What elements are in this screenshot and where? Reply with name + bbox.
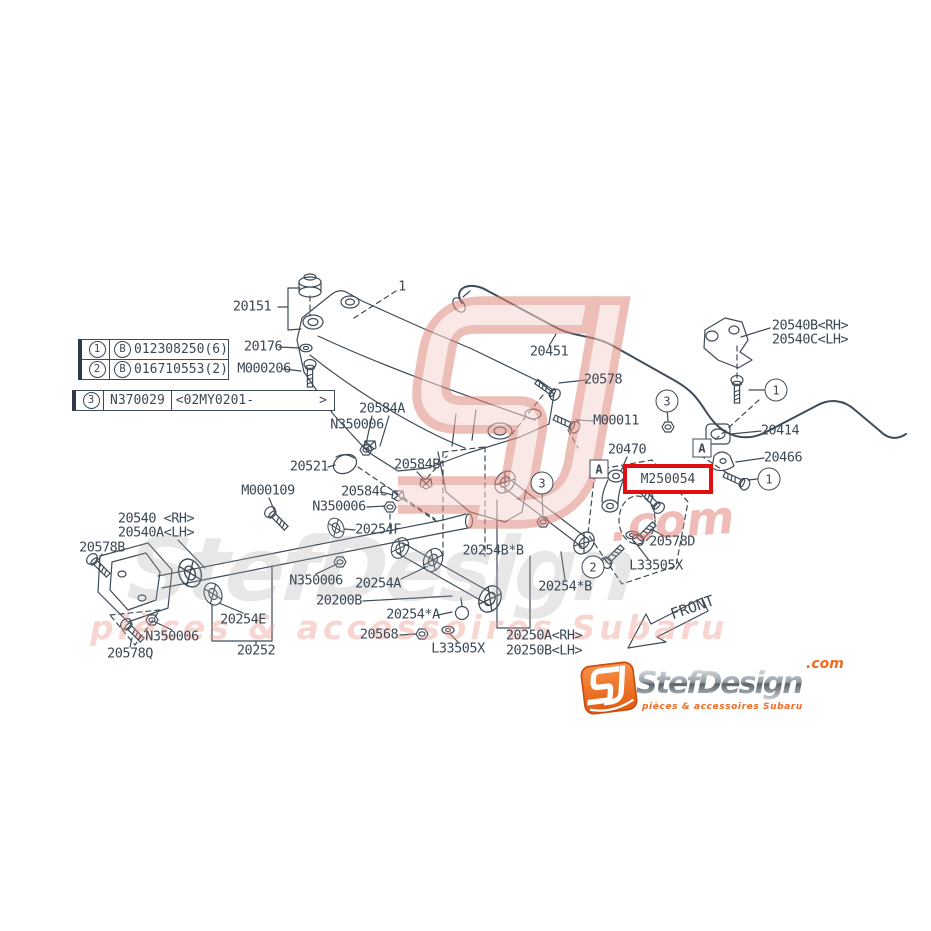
trailing-arm-drawing	[97, 513, 474, 646]
fasteners-drawing	[83, 343, 753, 646]
vendor-logo-badge-icon	[580, 661, 638, 715]
vendor-logo-tagline: pièces & accessoires Subaru	[642, 702, 803, 712]
table-row: 3 N370029 <02MY0201- >	[76, 391, 334, 410]
vendor-logo-tld: .com	[806, 656, 844, 672]
model-year-range: <02MY0201-	[175, 393, 255, 408]
circled-letter: B	[114, 341, 131, 358]
part-code: 012308250(6)	[134, 342, 228, 357]
range-close: >	[319, 393, 327, 408]
vendor-logo[interactable]: StefDesign .com pièces & accessoires Sub…	[578, 656, 858, 722]
circled-letter: B	[114, 361, 131, 378]
lateral-links-drawing	[387, 466, 600, 621]
leader-lines	[98, 287, 771, 648]
applicability-table: 3 N370029 <02MY0201- >	[72, 390, 335, 411]
hidden-lines	[309, 290, 760, 557]
circled-number: 2	[88, 361, 106, 378]
part-code: N370029	[110, 393, 165, 408]
circled-number: 1	[88, 341, 106, 358]
vendor-logo-text: StefDesign	[636, 666, 804, 701]
part-code: 016710553(2)	[134, 362, 228, 377]
highlighted-part-number: M250054	[640, 471, 696, 487]
circled-number: 3	[82, 392, 100, 409]
highlighted-part-box[interactable]: M250054	[623, 464, 713, 494]
stabilizer-bar-drawing	[452, 285, 907, 439]
front-direction-arrow: FRONT	[627, 591, 717, 649]
crossmember-drawing	[296, 273, 555, 523]
